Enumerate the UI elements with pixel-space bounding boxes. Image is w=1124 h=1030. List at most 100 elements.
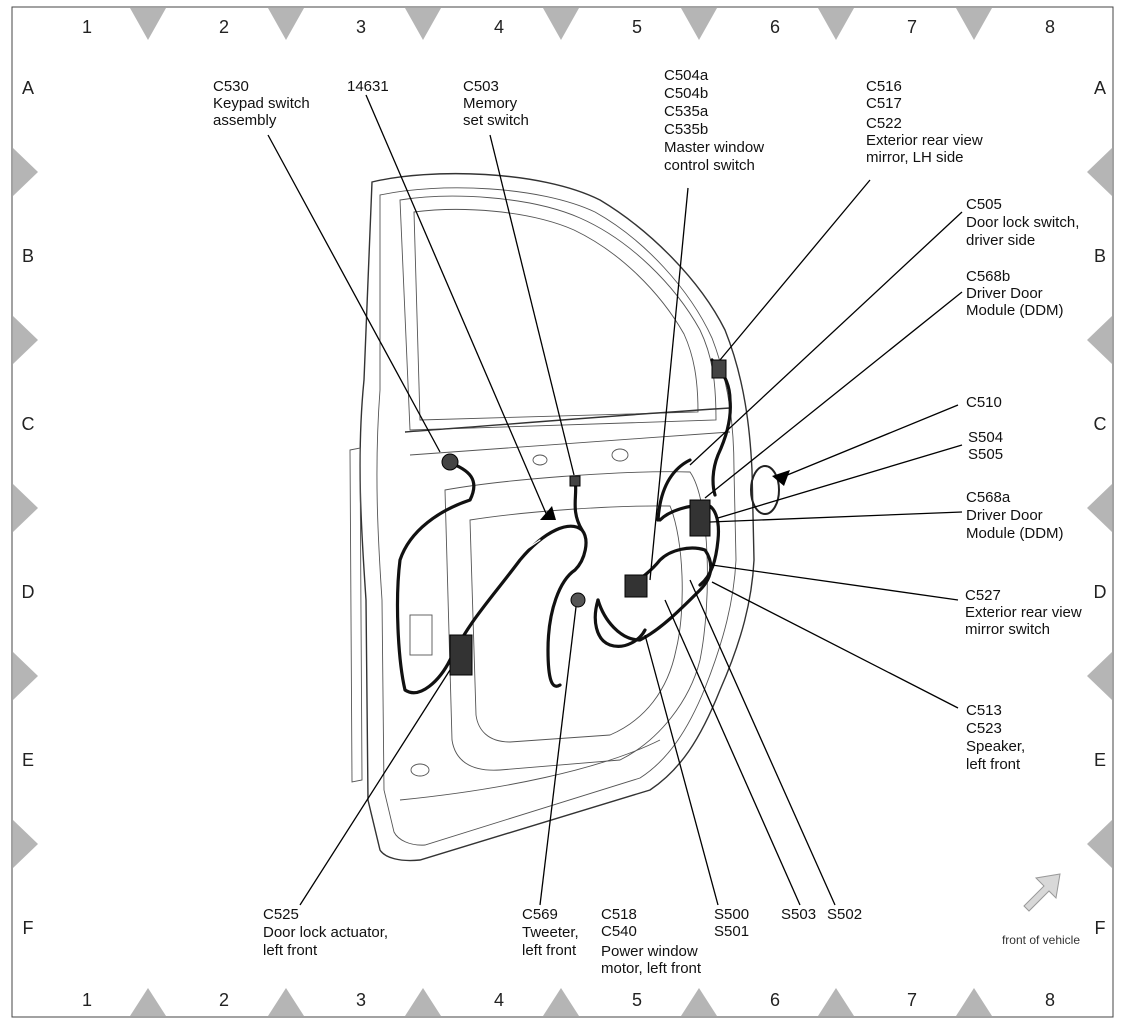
callout-line: left front <box>966 756 1021 773</box>
window-frame <box>399 195 717 431</box>
callout-line: left front <box>522 942 577 959</box>
callout-line: C530 <box>213 78 249 95</box>
callout-line: Door lock switch, <box>966 214 1079 231</box>
door-inner-outline <box>376 187 737 846</box>
grid-rows-right: A B C D E F <box>1094 78 1107 938</box>
grid-row-left: C <box>22 414 35 434</box>
border-triangle <box>543 988 579 1016</box>
grid-col-top: 8 <box>1045 17 1055 37</box>
callout-line: C535a <box>664 103 709 120</box>
callout-line: Module (DDM) <box>966 525 1064 542</box>
callout-line: C522 <box>866 115 902 132</box>
connector-ddm <box>689 499 711 537</box>
callout-line: C569 <box>522 906 558 923</box>
border-triangle <box>13 820 38 868</box>
callout-c568a: C568a Driver Door Module (DDM) <box>966 489 1064 542</box>
callout-line: Driver Door <box>966 507 1043 524</box>
grid-row-left: D <box>22 582 35 602</box>
harness-mirror <box>710 358 732 497</box>
callout-c568b: C568b Driver Door Module (DDM) <box>966 268 1064 319</box>
leader-c516 <box>719 179 871 361</box>
leader-c568b <box>704 291 963 499</box>
callout-c505: C505 Door lock switch, driver side <box>966 196 1084 249</box>
hinge-edge <box>349 447 363 783</box>
grid-columns-top: 1 2 3 4 5 6 7 8 <box>82 17 1055 37</box>
leader-s502 <box>689 579 836 906</box>
callout-line: Module (DDM) <box>966 302 1064 319</box>
grid-row-right: C <box>1094 414 1107 434</box>
callout-line: C568a <box>966 489 1011 506</box>
front-of-vehicle-label: front of vehicle <box>1002 933 1080 947</box>
callout-line: C516 <box>866 78 902 95</box>
callout-c510: C510 <box>966 394 1002 411</box>
callout-c527: C527 Exterior rear view mirror switch <box>965 587 1086 638</box>
border-triangle <box>956 8 992 40</box>
lower-sill <box>399 739 661 801</box>
leader-c505 <box>689 211 963 466</box>
callout-line: set switch <box>463 112 529 129</box>
panel-hole <box>532 454 548 466</box>
leader-s504 <box>717 444 963 519</box>
door-illustration <box>349 172 755 862</box>
leader-c568a <box>709 511 963 523</box>
grid-col-top: 1 <box>82 17 92 37</box>
diagram-frame <box>11 6 1114 1018</box>
callout-line: control switch <box>664 157 755 174</box>
grid-col-bottom: 5 <box>632 990 642 1010</box>
door-outline <box>359 172 755 862</box>
callout-14631: 14631 <box>347 78 389 95</box>
callout-c516: C516 C517 C522 Exterior rear view mirror… <box>866 78 987 166</box>
window-frame-inner <box>413 209 699 421</box>
border-triangle <box>681 8 717 40</box>
callout-line: C517 <box>866 95 902 112</box>
callout-line: C518 <box>601 906 637 923</box>
callout-s502: S502 <box>827 906 862 923</box>
callout-line: C527 <box>965 587 1001 604</box>
grid-columns-bottom: 1 2 3 4 5 6 7 8 <box>82 990 1055 1010</box>
front-of-vehicle-indicator: front of vehicle <box>1002 873 1080 947</box>
harness-main <box>395 460 588 695</box>
callout-line: S505 <box>968 446 1003 463</box>
leader-14631 <box>365 94 549 519</box>
connector-c504 <box>624 574 648 598</box>
connector-mirror <box>711 359 727 379</box>
grid-row-left: F <box>23 918 34 938</box>
callout-line: C503 <box>463 78 499 95</box>
leader-c525 <box>299 669 451 906</box>
inner-panel-opening <box>444 471 708 771</box>
grid-row-right: E <box>1094 750 1106 770</box>
grid-col-top: 3 <box>356 17 366 37</box>
callout-line: C525 <box>263 906 299 923</box>
border-triangle <box>13 652 38 700</box>
callout-c525: C525 Door lock actuator, left front <box>263 906 392 959</box>
callout-line: S502 <box>827 906 862 923</box>
grid-col-top: 6 <box>770 17 780 37</box>
border-triangle <box>956 988 992 1016</box>
leader-c569 <box>539 606 577 906</box>
leader-c518 <box>644 634 719 906</box>
border-triangle <box>818 8 854 40</box>
leader-s503 <box>664 599 801 906</box>
leader-c504 <box>649 187 689 581</box>
callout-line: Exterior rear view <box>965 604 1082 621</box>
connector-c569 <box>570 592 586 608</box>
hinge-block <box>409 614 433 656</box>
grid-col-top: 2 <box>219 17 229 37</box>
callout-line: driver side <box>966 232 1035 249</box>
callout-line: Memory <box>463 95 518 112</box>
arrowhead <box>540 506 556 520</box>
callout-line: C504b <box>664 85 708 102</box>
speaker-c510 <box>750 465 780 515</box>
drain-hole <box>410 763 430 777</box>
border-triangle <box>13 484 38 532</box>
callout-line: Driver Door <box>966 285 1043 302</box>
callout-line: S503 <box>781 906 816 923</box>
callout-line: Tweeter, <box>522 924 579 941</box>
grid-col-bottom: 2 <box>219 990 229 1010</box>
grid-col-bottom: 4 <box>494 990 504 1010</box>
grid-col-bottom: 3 <box>356 990 366 1010</box>
callout-s503: S503 <box>781 906 816 923</box>
callout-line: left front <box>263 942 318 959</box>
harness-tape <box>509 539 541 561</box>
